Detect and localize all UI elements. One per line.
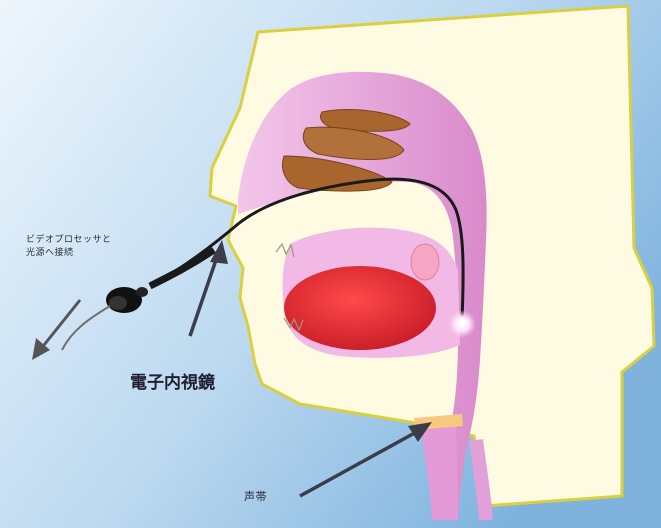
endoscope-tip xyxy=(458,318,466,326)
vocal-cords-label: 声帯 xyxy=(244,490,267,503)
uvula xyxy=(411,244,439,280)
connection-label-line1: ビデオプロセッサと xyxy=(26,234,112,247)
connection-label: ビデオプロセッサと 光源へ接続 xyxy=(26,234,112,260)
endoscope-label: 電子内視鏡 xyxy=(130,368,215,393)
tongue xyxy=(284,266,436,350)
connection-label-line2: 光源へ接続 xyxy=(26,247,112,260)
